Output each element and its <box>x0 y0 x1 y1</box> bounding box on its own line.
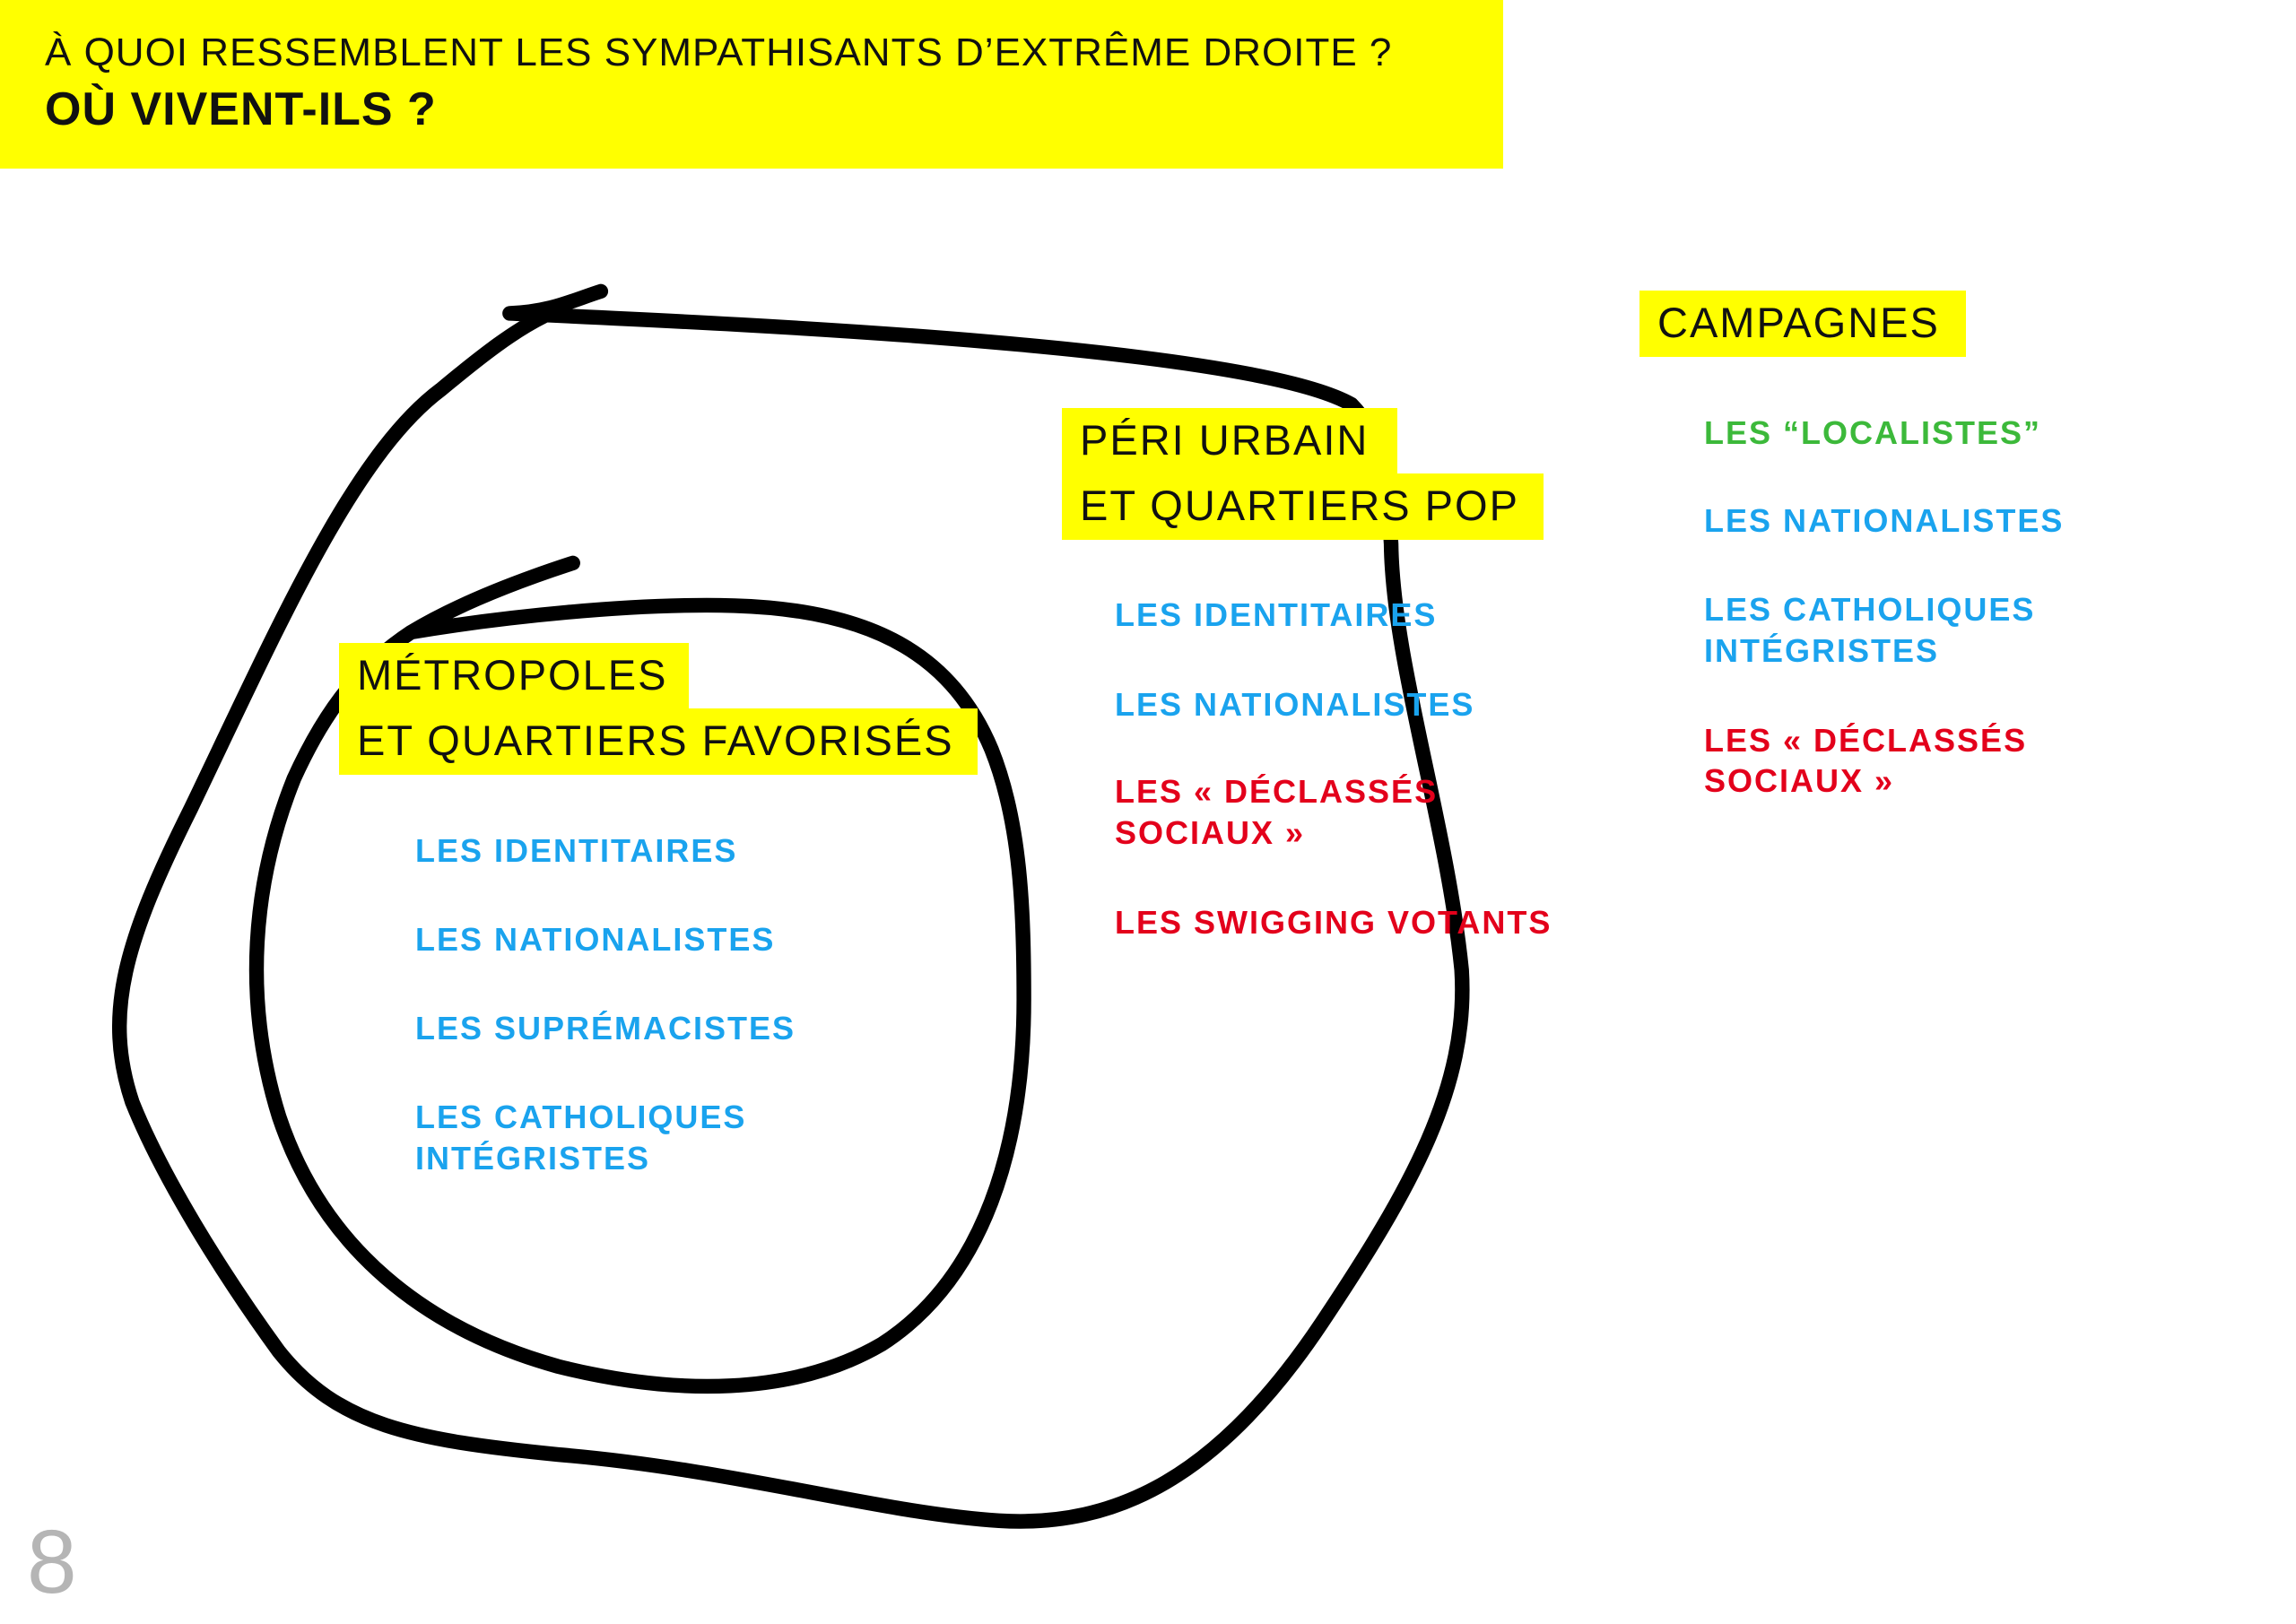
peri-item: LES « DÉCLASSÉS <box>1115 773 1439 810</box>
page-number: 8 <box>27 1512 77 1612</box>
metropoles-item: LES NATIONALISTES <box>415 921 776 958</box>
metropoles-item: LES IDENTITAIRES <box>415 832 738 869</box>
zone-label-campagnes: CAMPAGNES <box>1639 291 1966 357</box>
inner-loop <box>248 555 1031 1394</box>
peri-item: LES IDENTITAIRES <box>1115 596 1438 633</box>
campagnes-item: INTÉGRISTES <box>1704 632 1940 669</box>
campagnes-item: SOCIAUX » <box>1704 762 1895 799</box>
metropoles-item: LES SUPRÉMACISTES <box>415 1010 796 1046</box>
header-title: À QUOI RESSEMBLENT LES SYMPATHISANTS D’E… <box>45 30 1393 74</box>
metropoles-item: INTÉGRISTES <box>415 1140 651 1177</box>
outer-loop <box>112 283 1470 1529</box>
campagnes-item: LES NATIONALISTES <box>1704 502 2065 539</box>
peri-item: LES SWIGGING VOTANTS <box>1115 904 1552 941</box>
zone-label-metropoles-line2: ET QUARTIERS FAVORISÉS <box>339 708 978 775</box>
campagnes-item: LES CATHOLIQUES <box>1704 591 2036 628</box>
zone-label-peri-line1: PÉRI URBAIN <box>1062 408 1397 474</box>
campagnes-item: LES « DÉCLASSÉS <box>1704 722 2028 759</box>
peri-item: LES NATIONALISTES <box>1115 686 1475 723</box>
campagnes-item: LES “LOCALISTES” <box>1704 414 2042 451</box>
header-banner: À QUOI RESSEMBLENT LES SYMPATHISANTS D’E… <box>0 0 1503 169</box>
header-subtitle: OÙ VIVENT-ILS ? <box>45 83 437 135</box>
zone-label-peri-line2: ET QUARTIERS POP <box>1062 473 1544 540</box>
zone-label-metropoles-line1: MÉTROPOLES <box>339 643 689 709</box>
metropoles-item: LES CATHOLIQUES <box>415 1099 747 1135</box>
peri-item: SOCIAUX » <box>1115 814 1306 851</box>
